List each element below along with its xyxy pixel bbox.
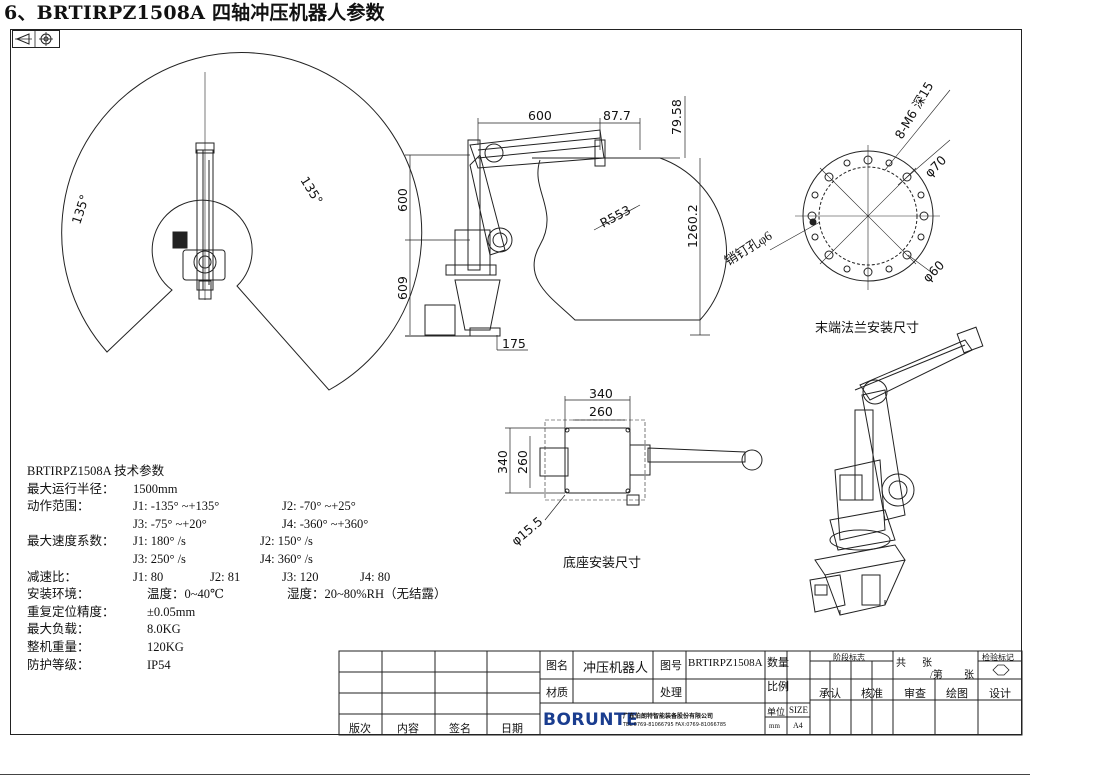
spec-label: 动作范围： — [27, 499, 90, 514]
verify-label: 核准 — [861, 688, 883, 700]
sheet-number-label: /第 — [930, 670, 943, 681]
flange-holes — [807, 155, 929, 277]
drawing-number-label: 图号 — [660, 660, 682, 672]
robot-isometric-view — [809, 326, 984, 616]
spec-label: 安装环境： — [27, 587, 90, 602]
projection-symbol-icon — [15, 31, 53, 47]
rev-content-label: 内容 — [397, 723, 419, 735]
base-dim-260-horizontal: 260 — [589, 404, 613, 419]
design-label: 设计 — [989, 688, 1011, 700]
stage-mark-label: 阶段标志 — [833, 653, 865, 662]
dim-600-vertical: 600 — [395, 188, 410, 212]
spec-value: J4: 80 — [360, 569, 391, 584]
flange-view — [769, 89, 951, 290]
spec-value: 8.0KG — [147, 622, 181, 637]
spec-label: 最大负载： — [27, 622, 90, 637]
scale-label: 比例 — [767, 681, 789, 693]
size-value: A4 — [793, 721, 803, 730]
spec-label: 防护等级： — [27, 657, 90, 672]
spec-label: 最大速度系数： — [27, 534, 115, 549]
flange-d60-label: φ60 — [920, 257, 948, 285]
base-dim-260-vertical: 260 — [515, 450, 530, 474]
base-caption: 底座安装尺寸 — [563, 555, 641, 570]
spec-value: IP54 — [147, 657, 171, 672]
spec-value: J3: 250° /s — [133, 551, 186, 566]
spec-label: 最大运行半径： — [27, 481, 115, 496]
projection-symbol — [12, 30, 60, 48]
spec-value: J4: -360° ~+360° — [282, 516, 369, 531]
review-label: 审查 — [904, 688, 926, 700]
robot-top-view — [172, 142, 226, 300]
dim-609: 609 — [395, 276, 410, 300]
dim-1260-2: 1260.2 — [685, 204, 700, 248]
flange-d70-label: φ70 — [922, 152, 950, 180]
drawing-name-value: 冲压机器人 — [583, 660, 649, 675]
base-view — [539, 419, 763, 506]
spec-value: J2: 150° /s — [260, 534, 313, 549]
dim-600-horizontal: 600 — [528, 108, 552, 123]
spec-value: 1500mm — [133, 481, 178, 496]
spec-label: 重复定位精度： — [27, 604, 115, 619]
rev-version-label: 版次 — [349, 723, 371, 735]
angle-left-label: 135° — [69, 193, 93, 226]
spec-value: J1: -135° ~+135° — [133, 499, 220, 514]
spec-value: J4: 360° /s — [260, 551, 313, 566]
base-dim-340-vertical: 340 — [495, 450, 510, 474]
spec-value: ±0.05mm — [147, 604, 196, 619]
base-dim-340-horizontal: 340 — [589, 386, 613, 401]
spec-value: J1: 180° /s — [133, 534, 186, 549]
rev-date-label: 日期 — [501, 723, 523, 735]
spec-value: J3: 120 — [282, 569, 319, 584]
spec-value: 120KG — [147, 639, 184, 654]
company-name: 广东伯朗特智能装备股份有限公司 — [623, 713, 714, 720]
borunte-logo: BORUNTE — [543, 710, 639, 730]
flange-m6-label: 8-M6 深15 — [892, 79, 937, 142]
size-label: SIZE — [789, 705, 808, 715]
spec-label: 整机重量： — [27, 639, 90, 654]
approve-label: 承认 — [819, 688, 841, 700]
base-dimension-lines — [505, 396, 631, 521]
spec-label: 减速比： — [27, 569, 78, 584]
total-sheets-label: 共 — [896, 658, 906, 669]
process-label: 处理 — [660, 687, 682, 699]
material-label: 材质 — [546, 687, 568, 699]
page-heading: 6、BRTIRPZ1508A 四轴冲压机器人参数 — [4, 2, 385, 24]
sheet-unit-label: 张 — [922, 658, 932, 669]
spec-value: J2: 81 — [210, 569, 241, 584]
title-block-grid — [338, 650, 1023, 736]
company-contact: TEL:0769-81066795 FAX:0769-81066785 — [623, 722, 727, 728]
sheet-unit-label-2: 张 — [964, 670, 974, 681]
work-envelope-top-view — [61, 52, 423, 391]
dim-r553: R553 — [597, 202, 633, 231]
drawing-name-label: 图名 — [546, 660, 568, 672]
flange-caption: 末端法兰安装尺寸 — [815, 320, 919, 335]
base-hole-label: φ15.5 — [508, 514, 545, 549]
dim-79-58: 79.58 — [669, 99, 684, 135]
page-bottom-rule — [0, 774, 1030, 775]
quantity-label: 数量 — [767, 657, 789, 669]
side-view-dimension-lines — [405, 96, 710, 351]
draw-label: 绘图 — [946, 688, 968, 700]
spec-value: 温度：0~40℃ — [147, 587, 224, 602]
specs-title: BRTIRPZ1508A 技术参数 — [27, 464, 165, 478]
spec-value: J2: -70° ~+25° — [282, 499, 356, 514]
dim-175: 175 — [502, 336, 526, 351]
spec-value: 湿度：20~80%RH（无结露） — [287, 587, 447, 602]
inspection-mark-label: 检验标记 — [982, 653, 1014, 662]
spec-value: J1: 80 — [133, 569, 164, 584]
unit-value: mm — [769, 722, 780, 730]
angle-right-label: 135° — [297, 174, 326, 207]
flange-pin-hole-label: 销钉孔φ6 — [722, 227, 775, 268]
dim-87-7: 87.7 — [603, 108, 631, 123]
rev-sign-label: 签名 — [449, 723, 471, 735]
spec-value: J3: -75° ~+20° — [133, 516, 207, 531]
unit-label: 单位 — [767, 707, 786, 717]
drawing-number-value: BRTIRPZ1508A — [688, 657, 763, 669]
robot-side-view — [405, 129, 727, 337]
